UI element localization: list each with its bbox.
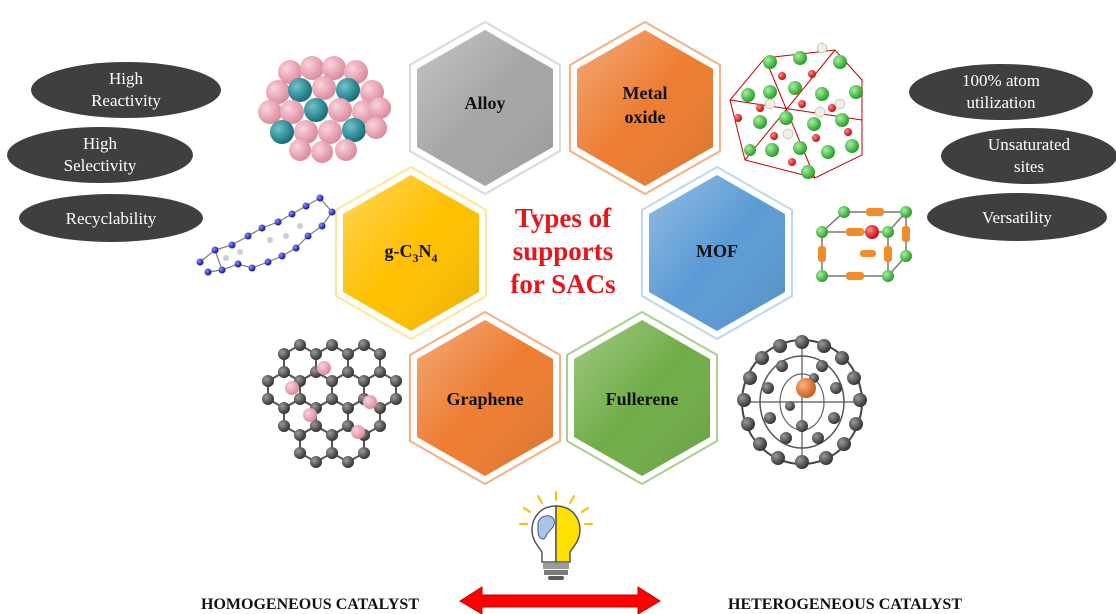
left-pill-recyclability: Recyclability [19, 194, 203, 242]
metal-oxide-lattice-icon [729, 42, 863, 179]
left-pill-reactivity-line2: Reactivity [91, 91, 161, 110]
hex-label-g-c3n4: g-C3N4 [385, 241, 438, 265]
right-pill-atom-line2: utilization [967, 93, 1036, 112]
hexagon-metal-oxide: Metal oxide [569, 20, 721, 196]
left-pill-recyclability-text: Recyclability [66, 209, 157, 228]
hexagon-mof: MOF [641, 165, 793, 341]
lightbulb-icon [519, 491, 593, 580]
right-pill-atom-utilization: 100% atom utilization [909, 64, 1093, 120]
hex-label-fullerene: Fullerene [606, 389, 679, 409]
hexagon-fullerene: Fullerene [566, 310, 718, 486]
double-arrow-icon [459, 586, 661, 614]
center-title: Types of supports for SACs [510, 203, 615, 299]
mof-framework-icon [816, 206, 912, 282]
hex-label-graphene: Graphene [446, 389, 523, 409]
hex-label-metal-oxide-line2: oxide [624, 107, 665, 127]
center-title-line2: supports [513, 236, 614, 266]
center-title-line1: Types of [515, 203, 612, 233]
hexagon-alloy: Alloy [409, 20, 561, 196]
heterogeneous-catalyst-label: HETEROGENEOUS CATALYST [728, 596, 962, 613]
left-pill-reactivity: High Reactivity [31, 62, 221, 118]
left-pill-selectivity: High Selectivity [7, 127, 193, 183]
fullerene-cage-icon [737, 335, 867, 469]
g-c3n4-structure-icon [196, 194, 336, 276]
left-pill-selectivity-line2: Selectivity [64, 156, 137, 175]
right-pill-unsaturated-line2: sites [1014, 157, 1044, 176]
right-pill-atom-line1: 100% atom [962, 71, 1040, 90]
left-pill-reactivity-line1: High [109, 69, 144, 88]
alloy-cluster-icon [258, 56, 391, 163]
graphene-atoms-icon [262, 339, 402, 468]
hexagon-graphene: Graphene [409, 310, 561, 486]
center-title-line3: for SACs [510, 269, 615, 299]
hexagon-g-c3n4: g-C3N4 [335, 165, 487, 341]
hex-label-alloy: Alloy [464, 93, 505, 113]
homogeneous-catalyst-label: HOMOGENEOUS CATALYST [201, 596, 419, 613]
right-pill-versatility-text: Versatility [982, 208, 1052, 227]
right-pill-versatility: Versatility [927, 193, 1107, 241]
hex-label-mof: MOF [696, 241, 738, 261]
left-pill-selectivity-line1: High [83, 134, 118, 153]
right-pill-unsaturated-line1: Unsaturated [988, 135, 1071, 154]
hex-label-metal-oxide-line1: Metal [623, 83, 668, 103]
right-pill-unsaturated-sites: Unsaturated sites [941, 128, 1116, 184]
